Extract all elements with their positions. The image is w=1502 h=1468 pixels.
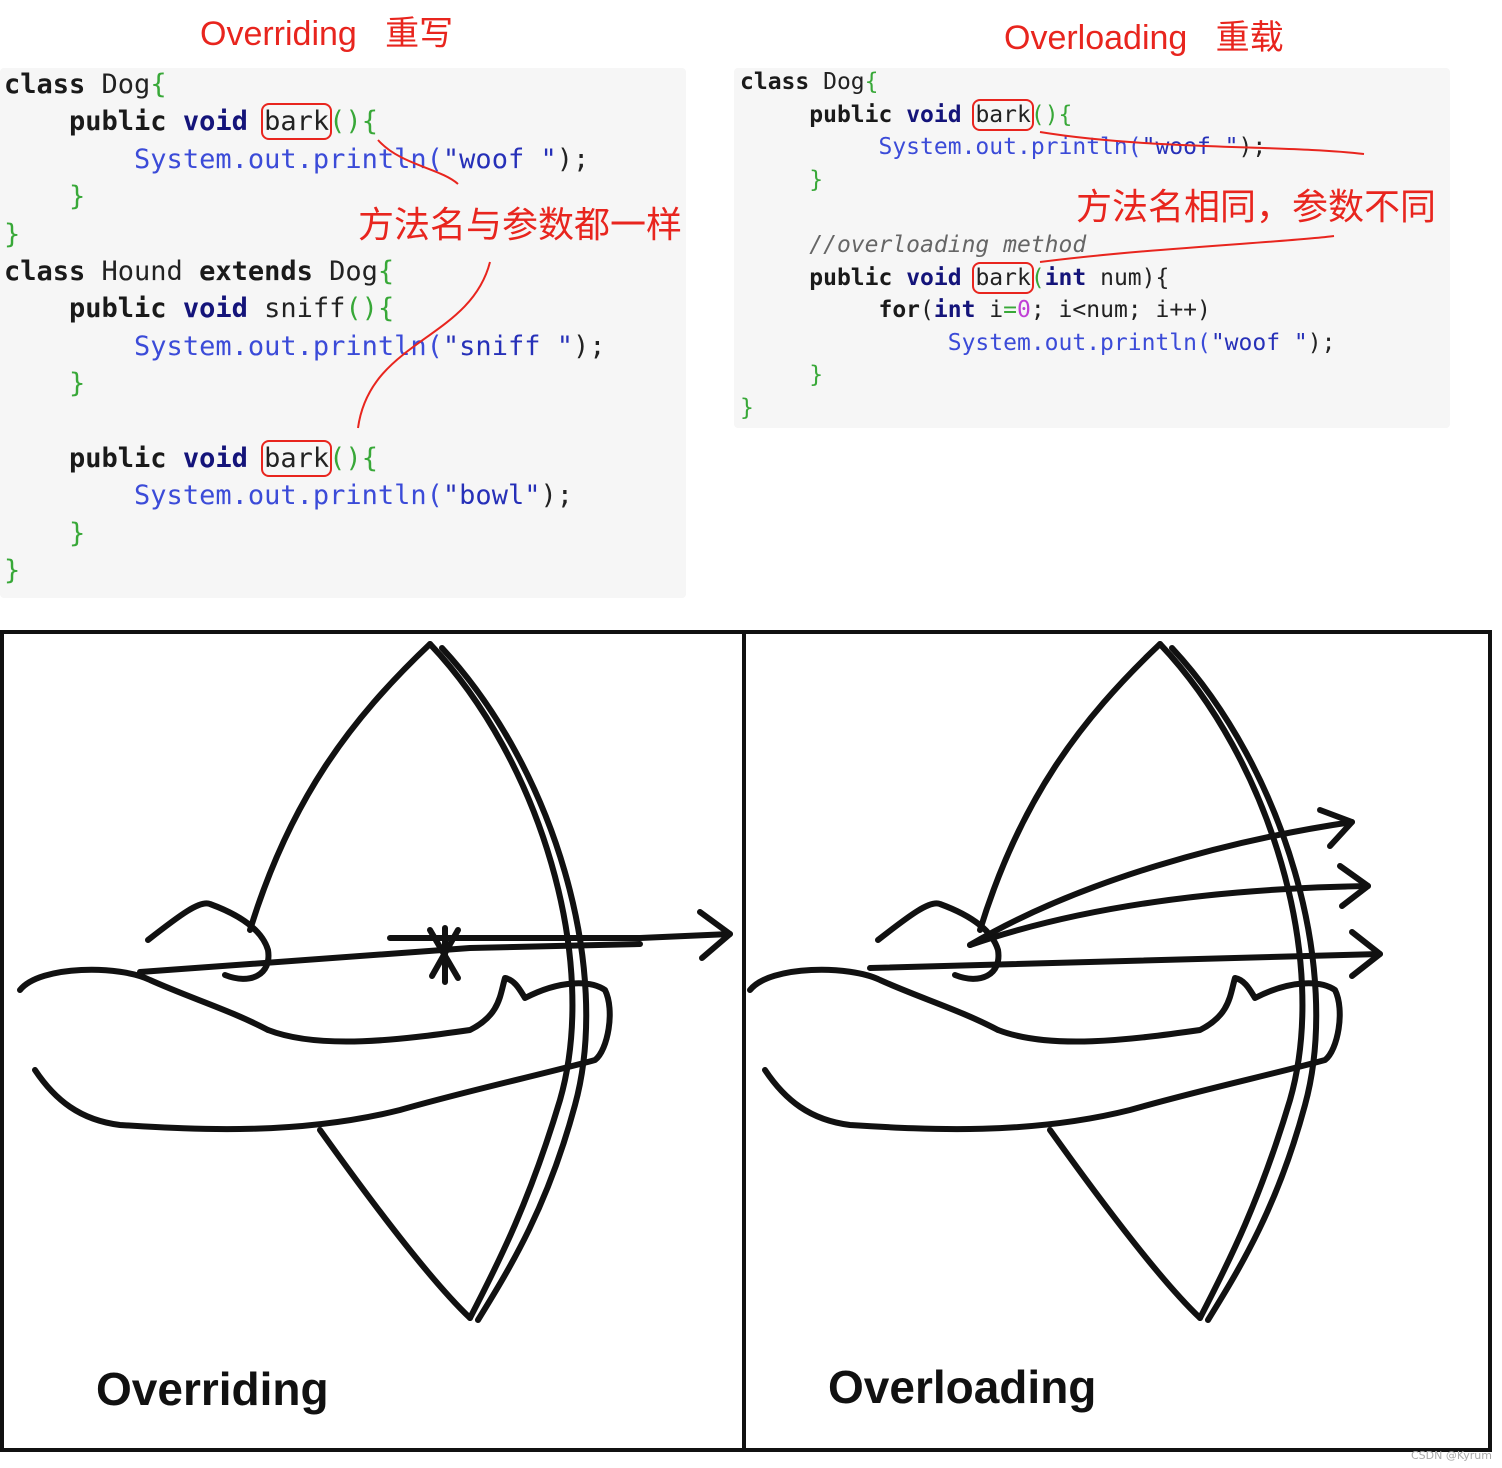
code-brace: } xyxy=(4,218,21,250)
code-keyword: public xyxy=(809,101,893,128)
code-type: void xyxy=(906,101,962,128)
overloading-heading: Overloading 重载 xyxy=(1004,19,1284,57)
code-class-name: Dog xyxy=(312,256,378,288)
code-string: "woof " xyxy=(1210,329,1308,356)
connector-line xyxy=(1039,131,1365,155)
code-brace: { xyxy=(361,106,378,138)
code-string: "woof " xyxy=(442,143,557,175)
code-keyword: class xyxy=(4,256,86,288)
code-system: System xyxy=(947,329,1031,356)
code-method-name: sniff xyxy=(264,293,346,325)
code-comment: //overloading method xyxy=(809,231,1087,258)
overriding-bow-icon xyxy=(17,641,733,1323)
overriding-code-panel xyxy=(0,68,686,598)
overloading-code-panel xyxy=(734,68,1450,428)
code-parens: () xyxy=(329,443,362,475)
code-loop-rest: ; i<num; i++) xyxy=(1030,297,1211,324)
connector-line xyxy=(377,139,459,185)
highlighted-method-name: bark xyxy=(972,98,1034,131)
code-type: int xyxy=(1044,264,1087,291)
code-brace: } xyxy=(4,555,21,587)
code-class-name: Dog xyxy=(85,69,151,100)
code-end: ); xyxy=(556,143,590,175)
code-type: void xyxy=(182,293,248,325)
code-brace: { xyxy=(377,256,395,288)
overloading-caption: Overloading xyxy=(828,1361,1097,1413)
overriding-caption: Overriding xyxy=(96,1363,329,1415)
code-paren: ( xyxy=(920,297,934,324)
code-keyword: public xyxy=(809,264,893,291)
highlighted-method-name: bark xyxy=(261,440,333,478)
code-brace: { xyxy=(361,443,378,475)
overriding-heading: Overriding 重写 xyxy=(200,15,454,53)
highlighted-method-name: bark xyxy=(261,103,333,141)
highlighted-method-name: bark xyxy=(972,261,1034,294)
code-end: ); xyxy=(1307,329,1336,356)
code-end: ); xyxy=(572,330,606,362)
code-operator: = xyxy=(1003,297,1017,324)
code-system: System xyxy=(134,480,232,512)
overloading-bow-icon xyxy=(747,641,1383,1323)
code-keyword: for xyxy=(878,297,921,324)
annotation-connectors xyxy=(357,131,1365,429)
code-brace: } xyxy=(69,368,86,400)
code-type: void xyxy=(906,264,962,291)
code-keyword: class xyxy=(740,69,810,95)
code-system: System xyxy=(134,143,232,175)
code-brace: } xyxy=(809,166,824,193)
overloading-annotation: 方法名相同，参数不同 xyxy=(1076,187,1437,228)
code-call: .out.println( xyxy=(961,134,1142,161)
code-brace: } xyxy=(69,181,86,213)
code-param: num){ xyxy=(1086,264,1170,291)
connector-line xyxy=(1039,235,1335,263)
code-parens: () xyxy=(345,293,378,325)
code-brace: { xyxy=(1058,101,1073,128)
code-system: System xyxy=(134,330,232,362)
code-keyword: public xyxy=(69,443,167,475)
code-var: i xyxy=(975,297,1004,324)
code-brace: } xyxy=(809,362,824,389)
code-system: System xyxy=(878,134,962,161)
code-parens: () xyxy=(329,106,362,138)
code-class-name: Dog xyxy=(809,69,865,95)
code-class-name: Hound xyxy=(85,256,200,288)
code-keyword: class xyxy=(4,69,86,100)
code-keyword: extends xyxy=(199,256,313,288)
code-brace: { xyxy=(864,69,879,95)
code-paren: ( xyxy=(1030,264,1045,291)
code-brace: { xyxy=(377,293,395,325)
code-call: .out.println( xyxy=(231,480,443,512)
code-string: "sniff " xyxy=(442,330,573,362)
watermark: CSDN @Kyrum xyxy=(1411,1449,1492,1462)
code-string: "bowl" xyxy=(442,480,541,512)
code-type: void xyxy=(182,106,248,138)
code-brace: } xyxy=(740,394,754,421)
code-keyword: public xyxy=(69,106,167,138)
code-call: .out.println( xyxy=(231,330,443,362)
code-call: .out.println( xyxy=(1030,329,1211,356)
code-brace: } xyxy=(69,517,86,549)
code-type: int xyxy=(933,297,976,324)
code-number: 0 xyxy=(1017,297,1031,324)
code-end: ); xyxy=(540,480,573,512)
overloading-code-block: class Dog{ public void bark(){ System.ou… xyxy=(740,66,1335,425)
connector-line xyxy=(357,261,491,429)
code-brace: { xyxy=(150,69,167,100)
overriding-annotation: 方法名与参数都一样 xyxy=(358,205,683,246)
code-type: void xyxy=(182,443,248,475)
code-keyword: public xyxy=(69,293,167,325)
overriding-code-block: class Dog{ public void bark(){ System.ou… xyxy=(4,66,605,590)
code-parens: () xyxy=(1030,101,1059,128)
